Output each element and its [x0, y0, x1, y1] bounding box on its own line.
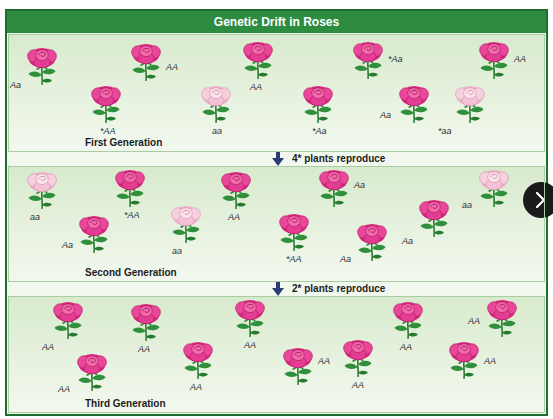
- rose: [92, 86, 121, 123]
- rose: [132, 44, 161, 81]
- rose: [116, 170, 145, 207]
- rose: [244, 42, 273, 79]
- genotype-label: AA: [352, 380, 364, 390]
- rose: [280, 214, 309, 251]
- genotype-label: *Aa: [312, 126, 327, 136]
- genotype-label: AA: [318, 356, 330, 366]
- genotype-label: AA: [190, 382, 202, 392]
- title-bar: [7, 11, 546, 33]
- genotype-label: aa: [462, 200, 472, 210]
- rose: [54, 302, 83, 339]
- panel-ground: [8, 34, 545, 152]
- frame: [6, 10, 547, 415]
- genotype-label: AA: [138, 344, 150, 354]
- down-arrow: [278, 152, 279, 160]
- arrow-line: [276, 152, 280, 160]
- edge-label: 2* plants reproduce: [292, 283, 385, 295]
- rose: [354, 42, 383, 79]
- genotype-label: AA: [468, 316, 480, 326]
- panel-ground: [8, 166, 545, 282]
- rose: [304, 86, 333, 123]
- genotype-label: *AA: [124, 210, 140, 220]
- genotype-label: *AA: [286, 254, 302, 264]
- rose: [78, 354, 107, 391]
- rose: [450, 342, 479, 379]
- edge-label: 4* plants reproduce: [292, 153, 385, 165]
- down-arrow: [278, 282, 279, 290]
- rose: [320, 170, 349, 207]
- slide-next-button: [523, 182, 553, 218]
- rose: [488, 300, 517, 337]
- genotype-label: *AA: [100, 126, 116, 136]
- generation-panel: Second Generation: [8, 166, 545, 282]
- rose: [480, 170, 509, 207]
- rose: [80, 216, 109, 253]
- genotype-label: AA: [166, 62, 178, 72]
- genotype-label: Aa: [380, 110, 391, 120]
- genotype-label: aa: [212, 126, 222, 136]
- rose: [222, 172, 251, 209]
- rose: [28, 172, 57, 209]
- rose: [358, 224, 387, 261]
- genotype-label: aa: [30, 212, 40, 222]
- genotype-label: AA: [514, 54, 526, 64]
- generation-heading: Third Generation: [85, 398, 544, 410]
- generation-panel: First Generation: [8, 34, 545, 152]
- genotype-label: AA: [228, 212, 240, 222]
- genotype-label: *Aa: [388, 54, 403, 64]
- rose: [236, 300, 265, 337]
- roses: [28, 42, 517, 391]
- genotype-label: *aa: [438, 126, 452, 136]
- rose: [420, 200, 449, 237]
- genotype-label: AA: [42, 342, 54, 352]
- genotype-label: AA: [484, 356, 496, 366]
- generation-heading: First Generation: [85, 137, 544, 149]
- genotype-label: AA: [244, 340, 256, 350]
- rose: [132, 304, 161, 341]
- generation-heading: Second Generation: [85, 267, 544, 279]
- rose: [28, 48, 57, 85]
- genotype-label: AA: [250, 82, 262, 92]
- rose: [480, 42, 509, 79]
- rose: [394, 302, 423, 339]
- genotype-label: Aa: [354, 180, 365, 190]
- title-text: Genetic Drift in Roses: [7, 11, 546, 33]
- arrow-line: [276, 282, 280, 290]
- rose: [284, 348, 313, 385]
- rose: [202, 86, 231, 123]
- genotype-label: Aa: [340, 254, 351, 264]
- genotype-label: AA: [400, 342, 412, 352]
- genotype-label: Aa: [402, 236, 413, 246]
- genotype-label: Aa: [10, 80, 21, 90]
- rose: [400, 86, 429, 123]
- panel-ground: [8, 296, 545, 413]
- rose: [344, 340, 373, 377]
- genotype-label: AA: [58, 384, 70, 394]
- rose: [172, 206, 201, 243]
- rose: [456, 86, 485, 123]
- generation-panel: Third Generation: [8, 296, 545, 413]
- rose: [184, 342, 213, 379]
- genotype-label: Aa: [62, 240, 73, 250]
- genotype-label: aa: [172, 246, 182, 256]
